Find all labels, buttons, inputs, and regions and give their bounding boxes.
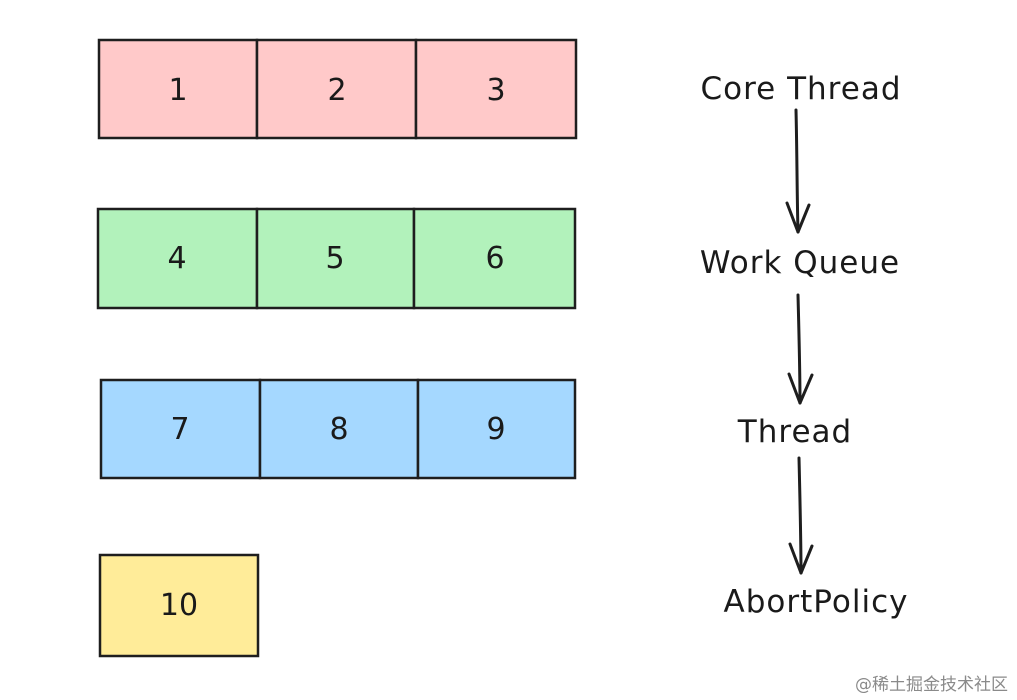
task-row-4: 10: [98, 553, 260, 658]
arrow-queue-to-thread-shaft: [796, 293, 802, 405]
task-box-9: [416, 378, 577, 480]
task-label-1: 1: [168, 73, 187, 108]
task-box-6: [412, 207, 577, 310]
arrow-core-to-queue: [785, 108, 811, 234]
arrow-queue-to-thread-head: [787, 372, 814, 405]
thread-label: Thread: [737, 414, 852, 450]
task-label-9: 9: [486, 412, 505, 447]
task-row-2: 4 5 6: [96, 207, 577, 310]
arrow-thread-to-policy-head: [788, 542, 814, 575]
task-label-10: 10: [160, 588, 198, 623]
arrow-core-to-queue-shaft: [794, 108, 800, 234]
task-box-10: [98, 553, 260, 658]
task-row-3: 7 8 9: [99, 378, 577, 480]
task-box-7: [99, 378, 262, 480]
work-queue-label: Work Queue: [700, 245, 900, 281]
arrow-core-to-queue-head: [785, 201, 811, 234]
task-label-3: 3: [486, 73, 505, 108]
task-label-8: 8: [329, 412, 348, 447]
task-label-5: 5: [325, 241, 344, 276]
arrow-thread-to-policy: [788, 456, 814, 575]
task-box-8: [258, 378, 420, 480]
task-box-3: [414, 38, 578, 140]
abort-policy-label: AbortPolicy: [724, 584, 909, 620]
task-row-1: 1 2 3: [97, 38, 578, 140]
task-label-4: 4: [167, 241, 186, 276]
task-label-6: 6: [485, 241, 504, 276]
arrow-queue-to-thread: [787, 293, 814, 405]
task-label-7: 7: [170, 412, 189, 447]
watermark: @稀土掘金技术社区: [855, 675, 1008, 695]
arrow-thread-to-policy-shaft: [797, 456, 803, 575]
task-box-5: [255, 207, 416, 310]
task-box-2: [255, 38, 418, 140]
task-label-2: 2: [327, 73, 346, 108]
task-box-1: [97, 38, 259, 140]
core-thread-label: Core Thread: [701, 71, 902, 107]
